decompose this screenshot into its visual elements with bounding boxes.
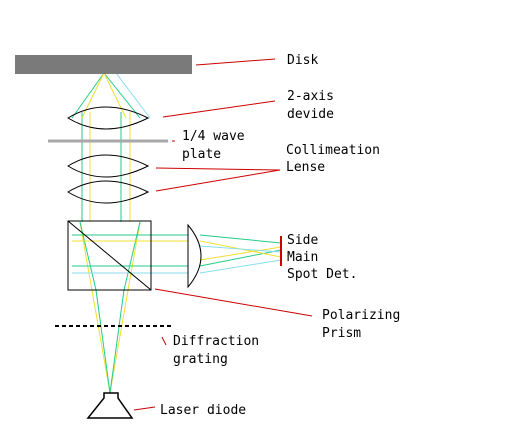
beam-lower-green-left2	[79, 221, 97, 291]
leader-prism	[154, 288, 313, 317]
label-wave-plate-line1: 1/4 wave	[182, 129, 245, 144]
label-laser: Laser diode	[160, 403, 246, 418]
leader-lines	[133, 58, 313, 411]
collimation-lens-upper	[67, 154, 150, 178]
beam-top-yellow-left	[81, 72, 105, 119]
leader-grating	[161, 336, 167, 346]
label-collimation-line1: Collimeation	[286, 143, 380, 158]
label-wave-plate-line2: plate	[182, 147, 221, 162]
label-detector-line2: Main	[287, 250, 318, 265]
leader-disk	[195, 58, 276, 66]
beam-lower-yellow-left	[79, 221, 111, 394]
prism-body	[67, 220, 152, 291]
beam-det-green-1	[199, 234, 282, 244]
beam-det-green-2	[199, 249, 282, 267]
beam-lower-green-right	[109, 289, 125, 394]
label-detector-line3: Spot Det.	[287, 267, 357, 282]
beam-lower-green-right2	[123, 221, 141, 291]
label-detector-line1: Side	[287, 233, 318, 248]
label-grating-line2: grating	[173, 352, 228, 367]
light-beams	[71, 72, 282, 394]
objective-lens	[67, 106, 150, 130]
label-two-axis-line1: 2-axis	[287, 89, 334, 104]
cylindrical-lens	[187, 223, 202, 289]
polarizing-prism	[67, 220, 152, 291]
prism-diagonal	[67, 220, 152, 291]
label-disk: Disk	[287, 53, 318, 68]
label-prism-line2: Prism	[322, 326, 361, 341]
beam-top-yellow-right	[103, 72, 127, 119]
label-collimation-line2: Lense	[286, 160, 325, 175]
collimation-lens-lower	[67, 180, 150, 204]
beam-top-green-right	[103, 72, 141, 119]
label-grating-line1: Diffraction	[173, 334, 259, 349]
beam-top-cyan-right	[115, 72, 151, 119]
label-prism-line1: Polarizing	[322, 308, 400, 323]
beam-det-cyan-2	[199, 245, 282, 253]
beam-lower-yellow-right	[109, 221, 141, 394]
leader-laser	[133, 406, 156, 411]
label-two-axis-line2: devide	[287, 107, 334, 122]
beam-det-yellow-2	[199, 246, 282, 261]
laser-diode	[86, 392, 134, 419]
beam-lower-green-left	[95, 289, 111, 394]
leader-objective	[162, 100, 276, 118]
disk	[15, 55, 192, 74]
beam-top-green-left	[71, 72, 105, 119]
leader-collimation-upper	[155, 167, 281, 171]
leader-collimation-lower	[155, 169, 281, 192]
beam-det-cyan-1	[199, 259, 282, 274]
